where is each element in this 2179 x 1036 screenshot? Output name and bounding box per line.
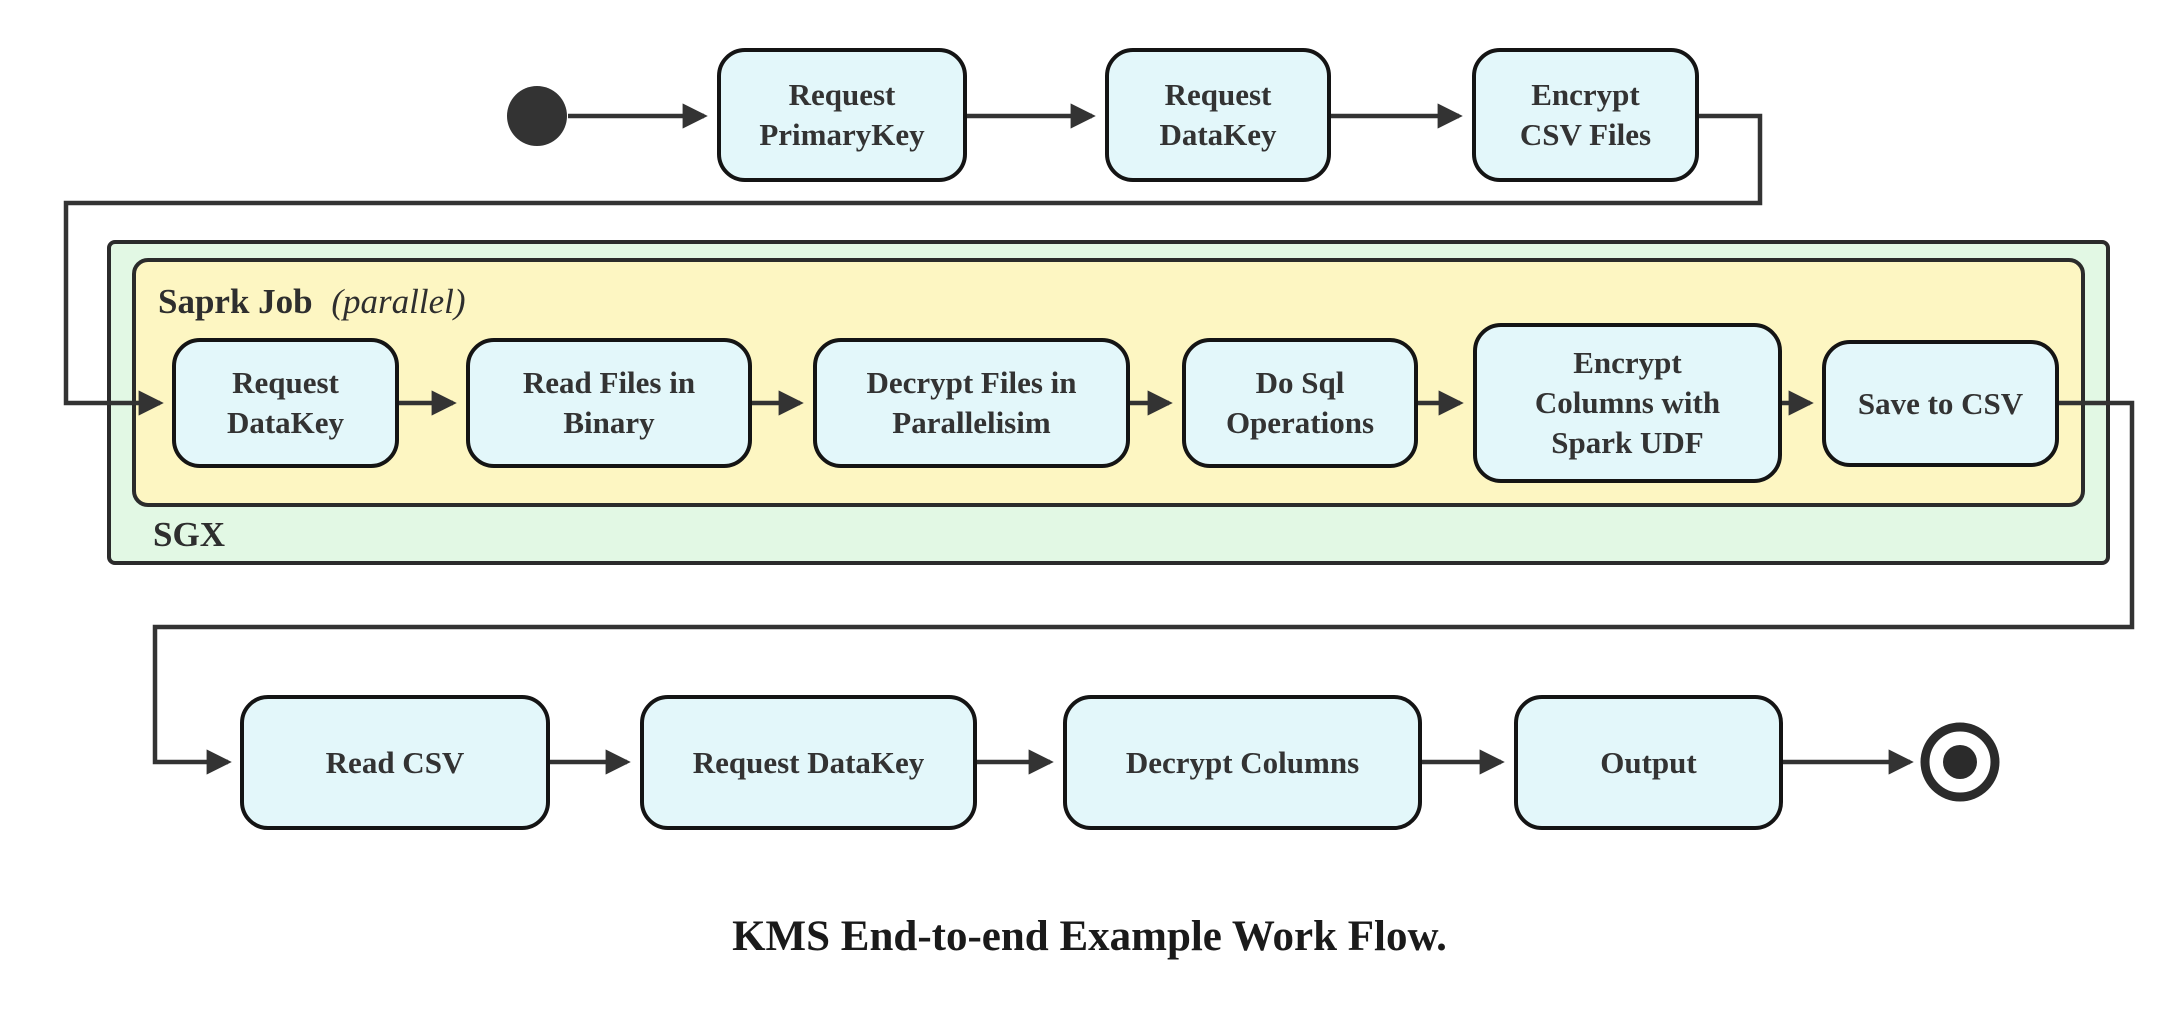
node-label: Request DataKey xyxy=(226,365,345,440)
node-label: Decrypt Columns xyxy=(1125,744,1360,780)
node-label: Encrypt CSV Files xyxy=(1519,77,1652,152)
spark-job-label-text: Saprk Job xyxy=(158,282,313,321)
node-do-sql-operations: Do Sql Operations xyxy=(1182,338,1418,468)
spark-job-parallel-qualifier: (parallel) xyxy=(331,282,466,321)
node-read-files-in-binary: Read Files in Binary xyxy=(466,338,752,468)
node-label: Output xyxy=(1600,744,1697,780)
node-request-datakey-top: Request DataKey xyxy=(1105,48,1331,182)
node-encrypt-csv-files: Encrypt CSV Files xyxy=(1472,48,1699,182)
node-label: Request DataKey xyxy=(692,744,925,780)
node-label: Encrypt Columns with Spark UDF xyxy=(1534,345,1721,460)
node-read-csv: Read CSV xyxy=(240,695,550,830)
node-label: Do Sql Operations xyxy=(1225,365,1375,440)
node-decrypt-files-in-parallelisim: Decrypt Files in Parallelisim xyxy=(813,338,1130,468)
edge-encrypt-csv-to-sgx-request-datakey xyxy=(63,113,1763,416)
node-request-datakey-bottom: Request DataKey xyxy=(640,695,977,830)
node-encrypt-columns-with-spark-udf: Encrypt Columns with Spark UDF xyxy=(1473,323,1782,483)
node-save-to-csv: Save to CSV xyxy=(1822,340,2059,467)
node-output: Output xyxy=(1514,695,1783,830)
node-label: Save to CSV xyxy=(1857,385,2024,421)
spark-job-container-label: Saprk Job (parallel) xyxy=(158,282,466,322)
node-decrypt-columns: Decrypt Columns xyxy=(1063,695,1422,830)
edge-save-csv-to-read-csv xyxy=(152,400,2135,775)
diagram-title: KMS End-to-end Example Work Flow. xyxy=(732,913,1447,960)
start-node xyxy=(507,86,567,146)
node-label: Read Files in Binary xyxy=(522,365,696,440)
node-label: Read CSV xyxy=(325,744,465,780)
node-label: Decrypt Files in Parallelisim xyxy=(866,365,1077,440)
end-node-inner-dot xyxy=(1943,745,1977,779)
node-request-primarykey: Request PrimaryKey xyxy=(717,48,967,182)
sgx-container-label: SGX xyxy=(153,515,225,554)
node-label: Request PrimaryKey xyxy=(759,77,925,152)
node-label: Request DataKey xyxy=(1159,77,1277,152)
node-sgx-request-datakey: Request DataKey xyxy=(172,338,399,468)
